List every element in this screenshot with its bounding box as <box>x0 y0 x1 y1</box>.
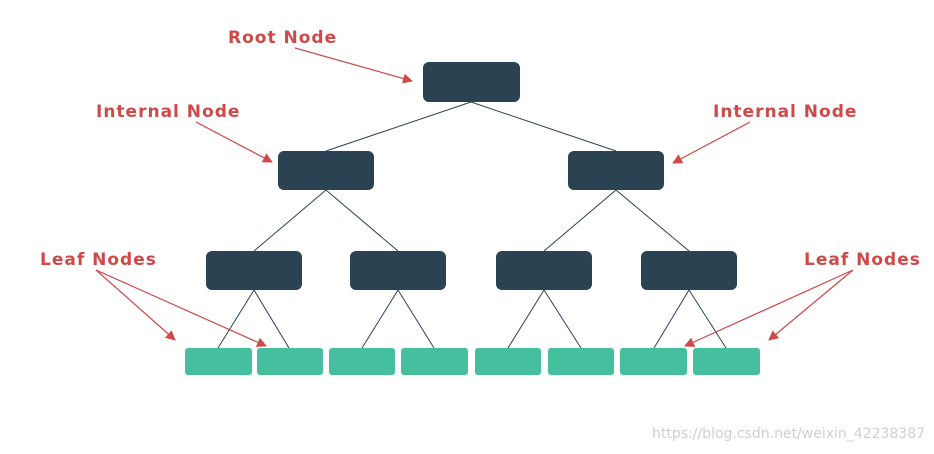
leaf-nodes <box>185 348 760 375</box>
edge-root-internal-right <box>470 101 617 152</box>
internal-node-right-arrow <box>672 121 751 164</box>
leaf-node-5 <box>475 348 541 375</box>
internal-nodes <box>206 62 737 290</box>
leaf-node-2 <box>257 348 323 375</box>
leaf-node-8 <box>693 348 760 375</box>
internal-node-lower-3 <box>496 251 592 290</box>
edge-lower-2-leaf-3 <box>361 289 399 349</box>
leaf-nodes-left-arrow-1 <box>95 269 176 341</box>
root-node <box>423 62 520 102</box>
tree-edges <box>217 101 727 349</box>
annotation-labels: Root Node Internal Node Internal Node Le… <box>40 28 921 270</box>
internal-node-lower-2 <box>350 251 446 290</box>
edge-internal-right-child-1 <box>543 189 617 252</box>
edge-lower-4-leaf-7 <box>653 289 690 349</box>
leaf-node-4 <box>401 348 468 375</box>
edge-internal-right-child-2 <box>615 189 690 252</box>
internal-node-right <box>568 151 664 190</box>
edge-internal-left-child-1 <box>253 189 327 252</box>
edge-root-internal-left <box>325 101 472 152</box>
root-node-arrow <box>294 47 413 84</box>
internal-node-lower-4 <box>641 251 737 290</box>
annotation-arrows <box>95 47 854 347</box>
internal-node-left-label: Internal Node <box>96 102 240 122</box>
leaf-nodes-left-label: Leaf Nodes <box>40 250 157 270</box>
edge-lower-4-leaf-8 <box>688 289 727 349</box>
leaf-node-7 <box>620 348 687 375</box>
internal-node-right-label: Internal Node <box>713 102 857 122</box>
leaf-nodes-right-label: Leaf Nodes <box>804 250 921 270</box>
edge-internal-left-child-2 <box>325 189 399 252</box>
leaf-node-6 <box>548 348 614 375</box>
leaf-nodes-right-arrow-1 <box>684 269 854 347</box>
leaf-nodes-left-arrow-2 <box>95 269 267 347</box>
edge-lower-1-leaf-2 <box>253 289 290 349</box>
internal-node-left-arrow <box>195 121 273 163</box>
edge-lower-2-leaf-4 <box>397 289 435 349</box>
edge-lower-3-leaf-5 <box>507 289 545 349</box>
root-node-label: Root Node <box>228 28 337 48</box>
watermark: https://blog.csdn.net/weixin_42238387 <box>652 426 926 442</box>
edge-lower-3-leaf-6 <box>543 289 582 349</box>
leaf-nodes-right-arrow-2 <box>768 269 854 341</box>
internal-node-left <box>278 151 374 190</box>
leaf-node-1 <box>185 348 252 375</box>
leaf-node-3 <box>329 348 395 375</box>
internal-node-lower-1 <box>206 251 302 290</box>
edge-lower-1-leaf-1 <box>217 289 255 349</box>
